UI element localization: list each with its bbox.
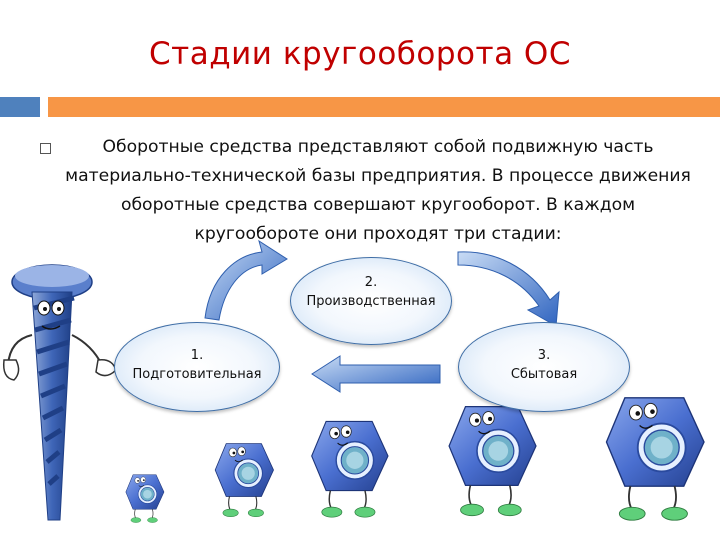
stage-3-number: 3. <box>459 347 629 365</box>
arrow-stage1-to-stage2 <box>205 241 287 320</box>
stage-1-label: Подготовительная <box>115 365 279 385</box>
nut-character-icon <box>312 421 388 517</box>
screw-character-icon <box>4 265 116 520</box>
nut-character-icon <box>126 475 164 523</box>
stage-2-ellipse: 2. Производственная <box>290 257 452 345</box>
stage-3-ellipse: 3. Сбытовая <box>458 322 630 412</box>
stage-2-number: 2. <box>291 274 451 292</box>
nut-character-icon <box>215 444 273 517</box>
nut-character-icon <box>606 398 704 520</box>
stage-1-ellipse: 1. Подготовительная <box>114 322 280 412</box>
stage-2-label: Производственная <box>291 292 451 312</box>
arrow-stage2-to-stage3 <box>458 252 559 326</box>
stage-1-number: 1. <box>115 347 279 365</box>
stage-3-label: Сбытовая <box>459 365 629 385</box>
nut-character-icon <box>449 407 536 516</box>
arrow-stage3-to-stage1 <box>312 356 440 392</box>
